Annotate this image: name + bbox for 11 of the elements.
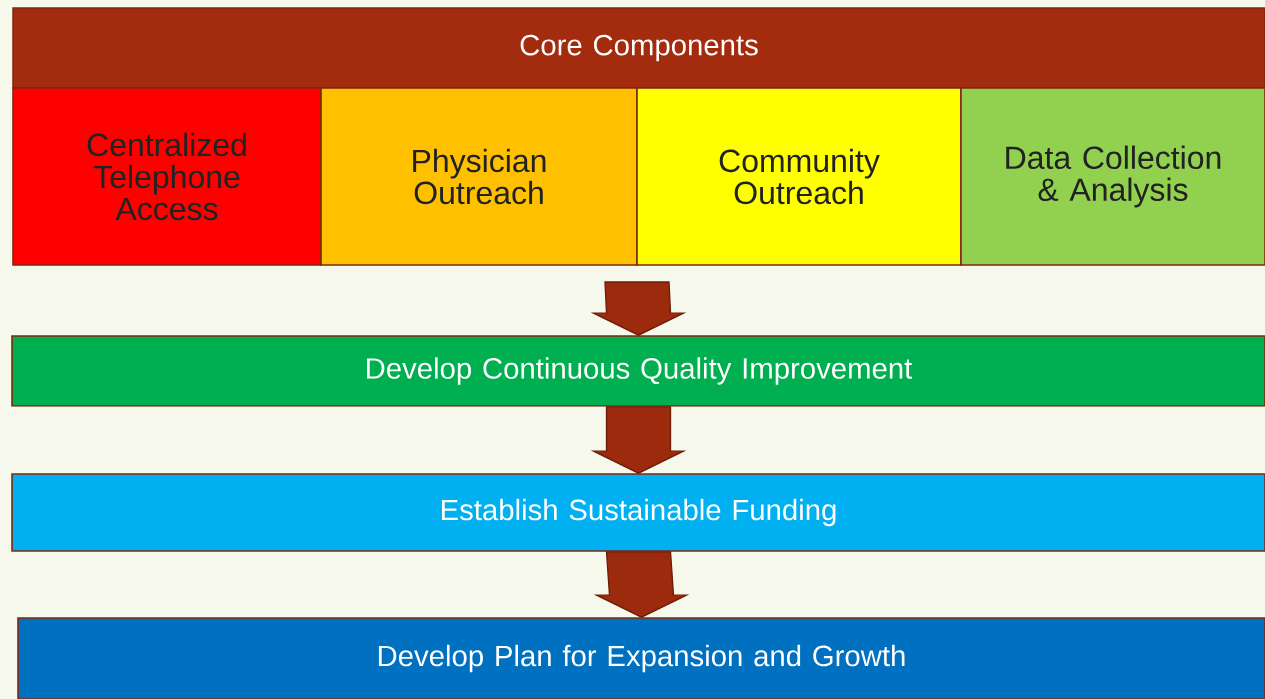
- component-box: Physician Outreach: [320, 87, 638, 266]
- step-box: Establish Sustainable Funding: [11, 473, 1265, 552]
- header-band: Core Components: [12, 7, 1265, 89]
- block-arrow: [590, 281, 687, 336]
- component-box: Centralized Telephone Access: [12, 87, 322, 266]
- component-box: Data Collection & Analysis: [960, 87, 1265, 266]
- block-arrow: [590, 406, 687, 474]
- step-box: Develop Plan for Expansion and Growth: [17, 617, 1265, 699]
- step-box: Develop Continuous Quality Improvement: [11, 335, 1265, 407]
- block-arrow: [593, 551, 690, 618]
- component-box: Community Outreach: [636, 87, 962, 266]
